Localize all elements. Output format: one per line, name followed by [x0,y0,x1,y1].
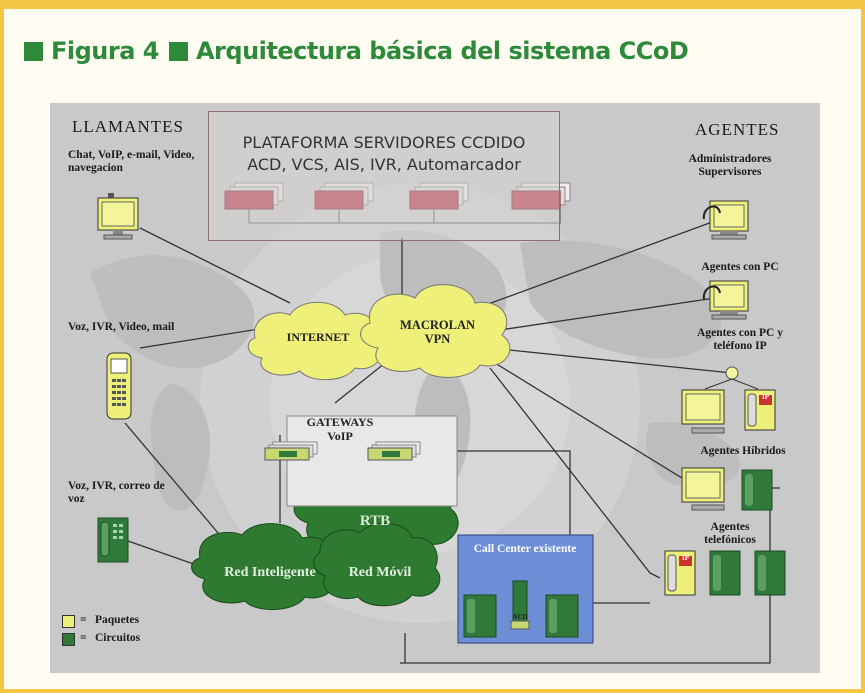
callers-header: LLAMANTES [72,117,184,136]
red-inteligente-label: Red Inteligente [224,565,316,580]
pc-agent-icon [702,280,749,320]
figure-title: Figura 4 Arquitectura básica del sistema… [24,34,689,68]
macrolan-label: MACROLAN VPN [400,318,475,347]
admin-label: Administradores Supervisores [688,153,772,178]
phone-agents-label: Agentes telefónicos [704,521,756,546]
legend-packet-swatch [62,615,75,628]
pc-agents-label: Agentes con PC [701,261,779,273]
figure-label: Figura 4 [51,37,159,65]
figure-caption: Arquitectura básica del sistema CCoD [195,37,689,65]
ip-badge: IP [762,393,769,401]
pc-ip-phone-agent-icon [681,366,776,434]
acd-label: ACD [512,613,528,621]
gateway-devices [264,415,458,507]
caller-monitor-icon [97,193,139,240]
call-center-label: Call Center existente [473,543,577,555]
architecture-diagram: PLATAFORMA SERVIDORES CCDIDO ACD, VCS, A… [50,103,820,673]
square-bullet-icon [24,41,43,61]
macrolan-cloud [360,284,511,378]
legend-packets-label: Paquetes [95,614,140,626]
diagram-canvas [90,182,786,664]
server-platform-box: PLATAFORMA SERVIDORES CCDIDO ACD, VCS, A… [208,111,560,241]
call-center-box [457,534,594,644]
voice-desc: Voz, IVR, Video, mail [68,321,175,333]
caller-desk-phone-icon [97,517,129,563]
gateways-label: GATEWAYS VoIP [306,415,374,443]
legend-circuit-swatch [62,633,75,646]
platform-title: PLATAFORMA SERVIDORES CCDIDO [242,133,526,152]
callers-desc: Chat, VoIP, e-mail, Video, navegacion [68,149,195,174]
agents-header: AGENTES [695,120,780,139]
mobile-phone-icon [106,352,132,420]
phone-agents-icons [664,550,786,596]
ip-badge: IP [682,554,689,562]
voicemail-desc: Voz, IVR, correo de voz [68,480,165,505]
red-movil-label: Red Móvil [348,565,412,580]
internet-label: INTERNET [286,330,350,344]
pc-ip-agents-label: Agentes con PC y teléfono IP [697,327,783,352]
legend-eq: = [80,614,87,626]
legend-circuits-label: Circuitos [95,632,141,644]
admin-agent-icon [702,200,749,240]
hybrid-agent-icon [681,467,773,511]
legend-eq: = [80,632,87,644]
hybrid-agents-label: Agentes Híbridos [700,445,786,457]
platform-subtitle: ACD, VCS, AIS, IVR, Automarcador [247,155,521,174]
red-movil-cloud [313,522,441,607]
square-bullet-icon [168,41,188,61]
rtb-label: RTB [359,513,391,529]
